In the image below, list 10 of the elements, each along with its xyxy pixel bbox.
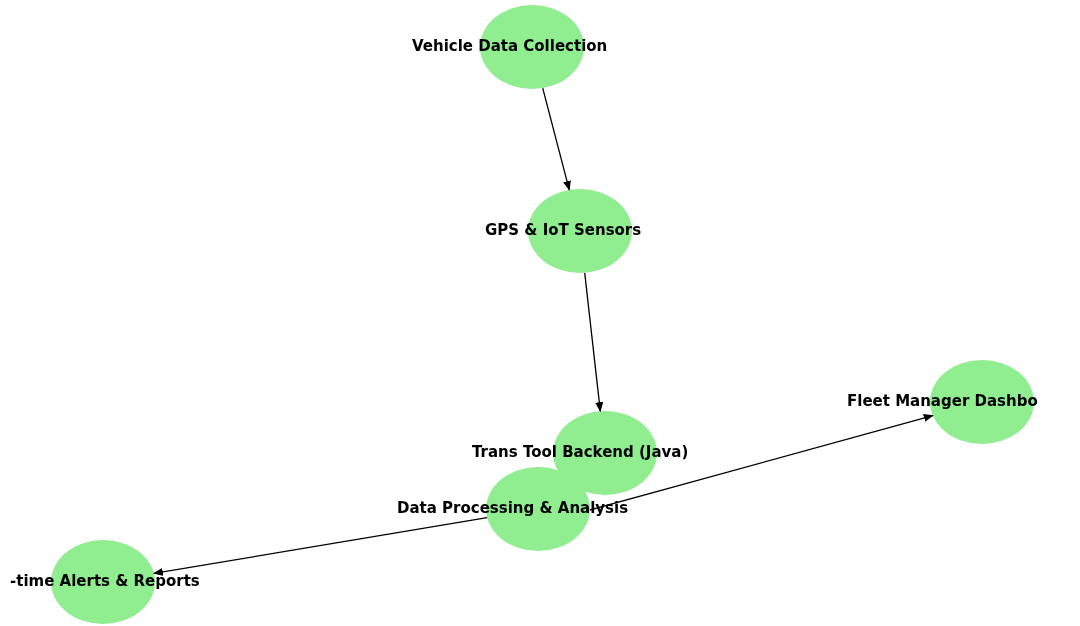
arrow [542, 87, 571, 191]
node-label: Data Processing & Analysis [397, 499, 629, 517]
node-label: Fleet Manager Dashbo [847, 392, 1038, 410]
arrow [152, 516, 488, 576]
node-label: Vehicle Data Collection [412, 37, 608, 55]
node-label: Trans Tool Backend (Java) [472, 443, 689, 461]
node-label: -time Alerts & Reports [10, 572, 200, 590]
node-label: GPS & IoT Sensors [485, 221, 642, 239]
arrow [584, 272, 604, 413]
arrow [589, 414, 934, 511]
